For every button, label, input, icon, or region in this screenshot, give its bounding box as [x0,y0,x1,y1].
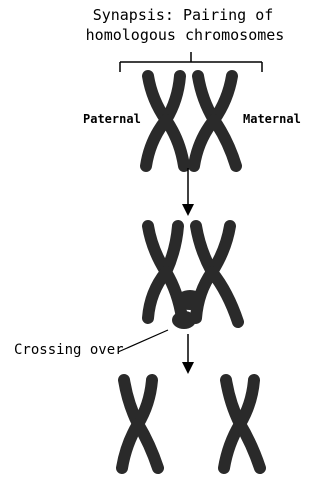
maternal-label: Maternal [243,113,301,125]
maternal-chromosome-stage2 [196,226,238,322]
title-bracket [120,52,262,72]
paternal-label: Paternal [83,113,141,125]
crossing-over-label: Crossing over [14,343,124,357]
recombinant-chromosome-right [224,380,260,468]
arrow-down-1 [182,168,194,216]
maternal-chromosome-stage1 [194,76,236,166]
crossing-over-pointer [118,330,168,352]
paternal-chromosome-stage1 [146,76,184,166]
paternal-chromosome-stage2 [148,226,182,318]
arrow-down-2 [182,334,194,374]
recombinant-chromosome-left [122,380,158,468]
